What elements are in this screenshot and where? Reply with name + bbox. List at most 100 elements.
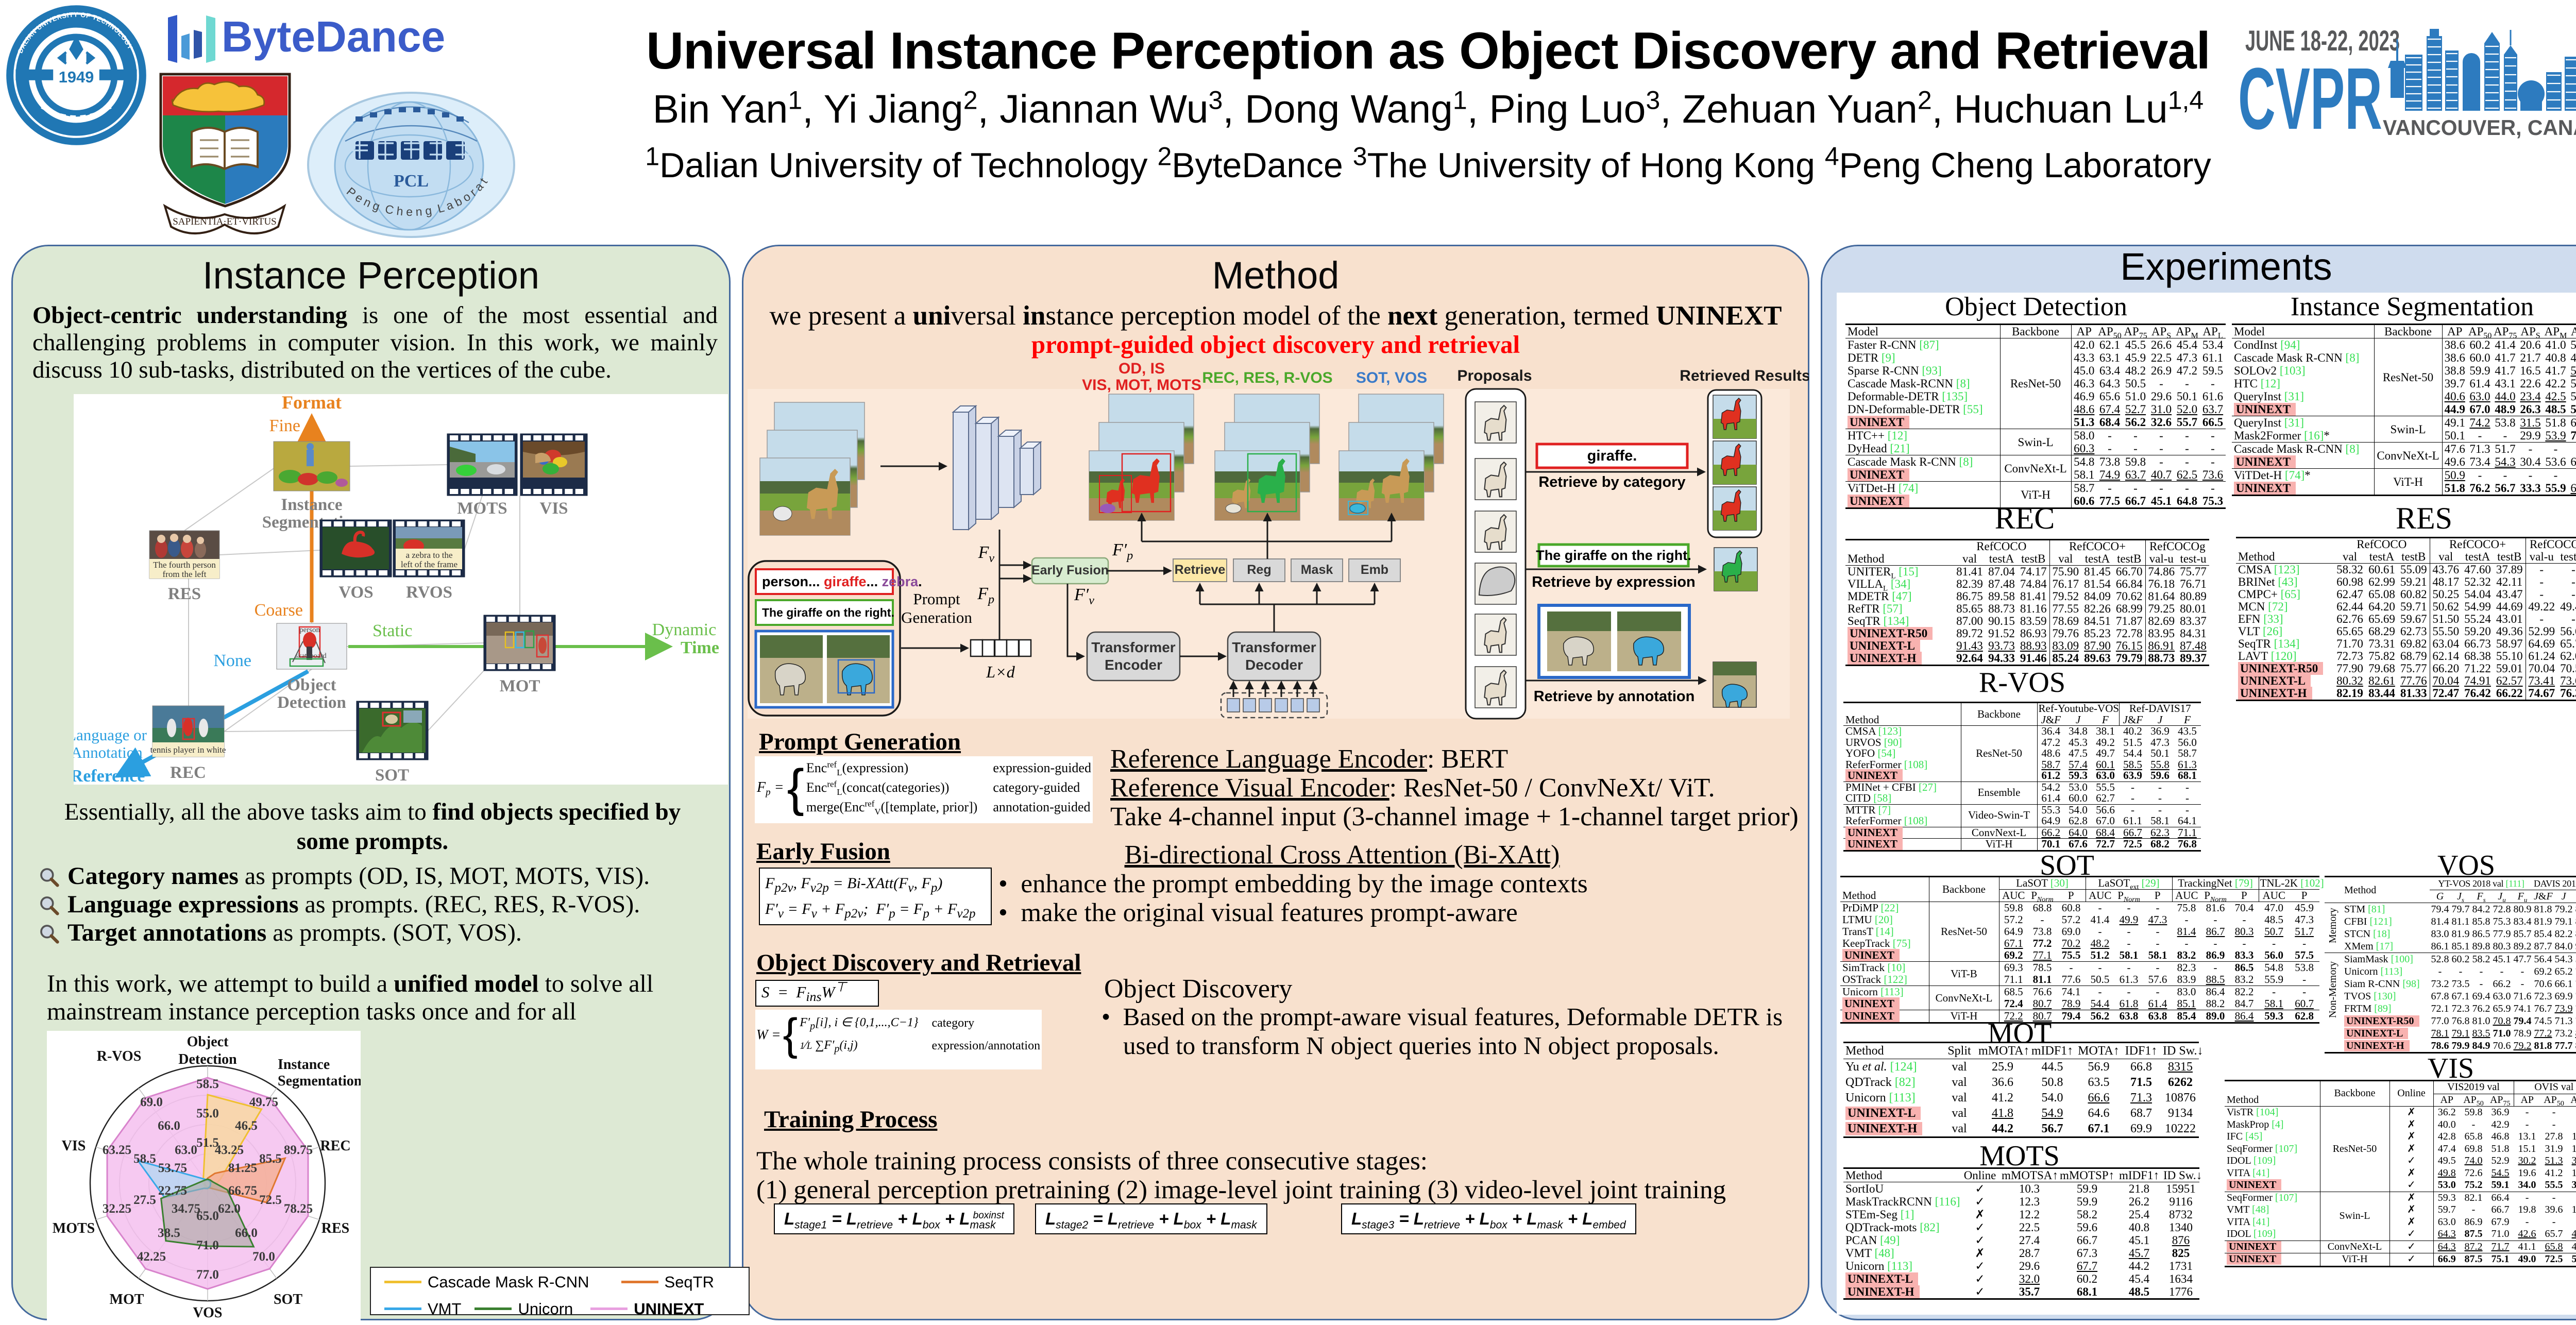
- svg-text:27.5: 27.5: [133, 1193, 156, 1207]
- svg-text:R-VOS: R-VOS: [97, 1048, 142, 1064]
- svg-text:72.5: 72.5: [259, 1193, 282, 1207]
- svg-text:42.25: 42.25: [137, 1250, 166, 1264]
- svg-text:85.5: 85.5: [259, 1152, 282, 1166]
- svg-text:Decoder: Decoder: [1245, 657, 1303, 673]
- svg-text:REC: REC: [170, 763, 206, 782]
- svg-text:Transformer: Transformer: [1232, 639, 1316, 655]
- svg-text:63.25: 63.25: [103, 1143, 131, 1157]
- svg-text:66.0: 66.0: [158, 1119, 180, 1133]
- svg-text:81.25: 81.25: [228, 1161, 257, 1175]
- svg-text:SAPIENTIA·ET·VIRTUS: SAPIENTIA·ET·VIRTUS: [173, 216, 277, 227]
- svg-text:VANCOUVER, CANADA: VANCOUVER, CANADA: [2383, 115, 2576, 139]
- svg-text:Format: Format: [282, 394, 342, 413]
- svg-text:MOT: MOT: [500, 677, 540, 695]
- svg-text:left of the frame: left of the frame: [401, 559, 457, 569]
- svg-text:tennis player in white: tennis player in white: [150, 745, 226, 755]
- svg-text:Retrieve by annotation: Retrieve by annotation: [1534, 688, 1695, 705]
- svg-text:a zebra to the: a zebra to the: [405, 550, 452, 560]
- svg-text:Instance: Instance: [278, 1057, 330, 1073]
- svg-text:SOT: SOT: [375, 766, 409, 785]
- svg-text:Static: Static: [372, 621, 412, 640]
- svg-text:VOS: VOS: [193, 1305, 222, 1321]
- svg-text:71.0: 71.0: [196, 1238, 219, 1252]
- svg-text:Fine: Fine: [269, 416, 300, 435]
- svg-text:Object: Object: [287, 676, 336, 694]
- svg-text:1949: 1949: [59, 68, 94, 86]
- svg-text:62.0: 62.0: [218, 1202, 241, 1216]
- svg-text:Retrieved Results: Retrieved Results: [1680, 367, 1809, 384]
- svg-text:PCL: PCL: [394, 172, 429, 191]
- svg-text:Early Fusion: Early Fusion: [1031, 563, 1109, 577]
- svg-text:34.75: 34.75: [172, 1202, 200, 1216]
- svg-text:63.0: 63.0: [175, 1143, 197, 1157]
- svg-text:Transformer: Transformer: [1091, 639, 1175, 655]
- svg-text:Mask: Mask: [1301, 563, 1333, 577]
- svg-text:46.5: 46.5: [235, 1119, 258, 1133]
- svg-text:Retrieve: Retrieve: [1175, 563, 1226, 577]
- svg-text:JUNE 18-22, 2023: JUNE 18-22, 2023: [2245, 24, 2400, 57]
- svg-text:The giraffe on the right.: The giraffe on the right.: [1536, 548, 1691, 563]
- svg-text:VIS: VIS: [62, 1138, 86, 1154]
- svg-text:OD, IS: OD, IS: [1118, 360, 1165, 377]
- svg-text:Dynamic: Dynamic: [652, 620, 717, 639]
- svg-text:Language or: Language or: [74, 726, 147, 744]
- svg-text:Generation: Generation: [901, 608, 972, 626]
- svg-text:CVPR: CVPR: [2238, 50, 2382, 139]
- svg-text:77.0: 77.0: [196, 1268, 219, 1282]
- svg-text:Annotation: Annotation: [74, 743, 143, 761]
- svg-text:Prompt: Prompt: [913, 590, 960, 608]
- svg-text:The giraffe on the right.: The giraffe on the right.: [762, 606, 894, 619]
- svg-text:38.5: 38.5: [158, 1226, 180, 1240]
- svg-text:MOTS: MOTS: [53, 1220, 95, 1236]
- svg-text:Emb: Emb: [1361, 563, 1388, 577]
- svg-text:VIS: VIS: [539, 499, 568, 518]
- svg-text:51.5: 51.5: [196, 1136, 219, 1150]
- svg-text:Segmentation: Segmentation: [278, 1073, 361, 1089]
- svg-text:Reg: Reg: [1247, 563, 1271, 577]
- svg-text:Object: Object: [187, 1034, 229, 1050]
- svg-text:Retrieve by category: Retrieve by category: [1538, 474, 1685, 490]
- svg-text:Proposals: Proposals: [1457, 367, 1532, 384]
- svg-text:49.75: 49.75: [249, 1095, 278, 1109]
- svg-text:65.0: 65.0: [196, 1209, 219, 1223]
- svg-text:Coarse: Coarse: [255, 601, 303, 620]
- svg-text:58.5: 58.5: [133, 1152, 156, 1166]
- svg-text:The fourth person: The fourth person: [153, 560, 216, 570]
- svg-text:22.75: 22.75: [158, 1184, 187, 1198]
- svg-text:78.25: 78.25: [284, 1202, 313, 1216]
- svg-text:Instance: Instance: [281, 496, 342, 514]
- svg-text:58.5: 58.5: [196, 1077, 219, 1091]
- svg-text:VOS: VOS: [338, 583, 373, 602]
- svg-text:REC: REC: [320, 1138, 350, 1154]
- svg-text:69.0: 69.0: [140, 1095, 163, 1109]
- svg-text:RES: RES: [168, 585, 201, 603]
- svg-text:MOT: MOT: [110, 1292, 144, 1307]
- svg-text:SOT, VOS: SOT, VOS: [1356, 369, 1427, 386]
- svg-text:SOT: SOT: [274, 1292, 302, 1307]
- svg-text:70.0: 70.0: [252, 1250, 275, 1264]
- svg-text:MOTS: MOTS: [457, 499, 507, 518]
- svg-text:Time: Time: [681, 638, 719, 657]
- svg-text:55.0: 55.0: [196, 1107, 219, 1120]
- svg-text:Retrieve by expression: Retrieve by expression: [1532, 574, 1696, 590]
- svg-text:giraffe.: giraffe.: [1587, 448, 1637, 464]
- svg-text:skateboard: skateboard: [295, 652, 327, 660]
- svg-text:from the left: from the left: [163, 569, 207, 579]
- svg-text:Detection: Detection: [178, 1051, 237, 1067]
- svg-text:66.75: 66.75: [228, 1184, 257, 1198]
- svg-text:RES: RES: [321, 1220, 349, 1236]
- svg-text:person: person: [299, 626, 320, 634]
- svg-text:REC, RES, R-VOS: REC, RES, R-VOS: [1202, 369, 1332, 386]
- svg-text:53.75: 53.75: [158, 1161, 187, 1175]
- svg-text:None: None: [213, 651, 251, 670]
- svg-text:89.75: 89.75: [284, 1143, 313, 1157]
- svg-text:43.25: 43.25: [215, 1143, 244, 1157]
- svg-text:L×d: L×d: [986, 662, 1015, 681]
- svg-text:Encoder: Encoder: [1105, 657, 1162, 673]
- svg-text:32.25: 32.25: [103, 1202, 131, 1216]
- svg-text:Detection: Detection: [277, 693, 346, 712]
- svg-text:Reference: Reference: [74, 767, 145, 785]
- svg-text:VIS, MOT, MOTS: VIS, MOT, MOTS: [1082, 377, 1201, 394]
- svg-text:RVOS: RVOS: [406, 583, 452, 602]
- svg-text:person... giraffe... zebra.: person... giraffe... zebra.: [762, 574, 922, 589]
